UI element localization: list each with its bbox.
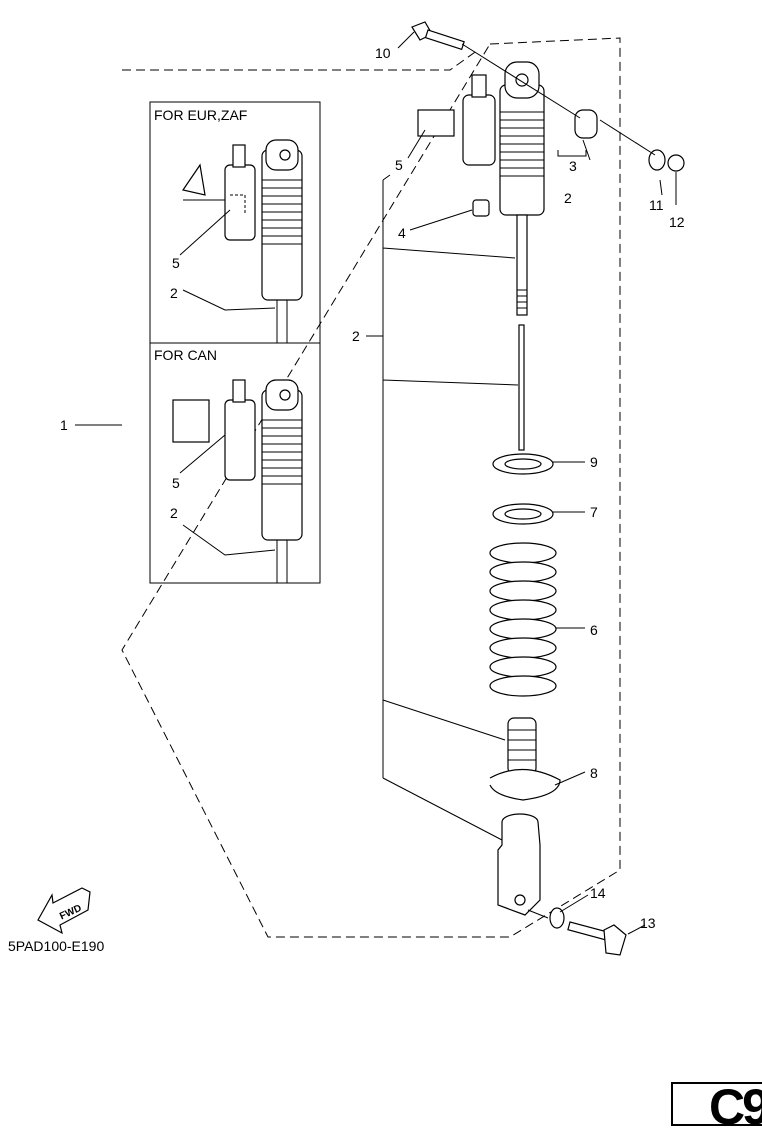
callout-4: 4: [398, 225, 406, 241]
callout-9: 9: [590, 454, 598, 470]
callout-7: 7: [590, 504, 598, 520]
shock-inset-can: [172, 379, 303, 583]
rod: [518, 324, 525, 451]
callout-1: 1: [60, 417, 68, 433]
callout-5: 5: [395, 157, 403, 173]
assembly-outline: [121, 37, 621, 938]
spring-guide-8: [489, 768, 561, 801]
callout-14: 14: [590, 885, 606, 901]
nut-12: [667, 154, 685, 172]
shock-inset-eur: [182, 139, 303, 343]
drawing-code: 5PAD100-E190: [8, 938, 105, 954]
callout-5: 5: [172, 255, 180, 271]
inset-title: FOR CAN: [154, 347, 217, 363]
lower-clevis: [497, 821, 541, 916]
page-reference-box: C9: [671, 1082, 762, 1126]
callout-2: 2: [352, 328, 360, 344]
callout-13: 13: [640, 915, 656, 931]
callout-10: 10: [375, 45, 391, 61]
callout-5: 5: [172, 475, 180, 491]
spring-6: [489, 542, 557, 697]
callout-8: 8: [590, 765, 598, 781]
washer-11: [648, 149, 666, 171]
shock-absorber-main: [411, 21, 685, 956]
collar-3: [574, 109, 598, 139]
callout-6: 6: [590, 622, 598, 638]
fwd-arrow-icon: FWD: [37, 887, 91, 935]
callout-12: 12: [669, 214, 685, 230]
inset-title: FOR EUR,ZAF: [154, 107, 247, 123]
page-reference: C9: [709, 1082, 762, 1126]
bump-stopper: [507, 717, 537, 775]
callout-2: 2: [170, 505, 178, 521]
callout-3: 3: [569, 158, 577, 174]
washer-14: [549, 907, 565, 929]
callout-2: 2: [564, 190, 572, 206]
nut-4: [472, 199, 490, 217]
inset-can: [149, 342, 321, 584]
bolt-13: [567, 921, 610, 941]
callout-2: 2: [170, 285, 178, 301]
callout-11: 11: [649, 197, 664, 213]
